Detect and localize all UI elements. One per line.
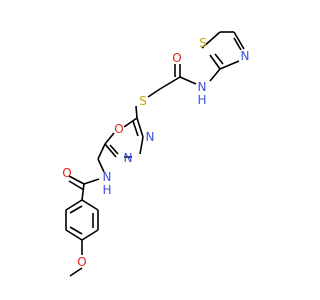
bond bbox=[147, 88, 161, 98]
bond bbox=[209, 68, 221, 82]
bond bbox=[159, 76, 181, 90]
bond bbox=[233, 37, 242, 51]
bond bbox=[69, 226, 83, 235]
atom-label: O bbox=[172, 51, 181, 65]
bond bbox=[68, 175, 85, 185]
bond bbox=[81, 199, 99, 211]
bond bbox=[201, 31, 221, 49]
bond bbox=[233, 31, 245, 50]
bond bbox=[135, 105, 138, 119]
bond bbox=[109, 144, 119, 155]
atom-label: N bbox=[103, 170, 112, 184]
bond bbox=[104, 143, 117, 158]
bond bbox=[219, 60, 240, 70]
molecule-diagram: S N O N H S O N N O N H O bbox=[62, 31, 249, 277]
bond bbox=[68, 180, 85, 191]
bond bbox=[69, 267, 83, 277]
bond bbox=[69, 205, 83, 214]
bond bbox=[65, 199, 83, 211]
bond bbox=[81, 183, 85, 201]
bond bbox=[139, 136, 144, 155]
atom-label: N bbox=[124, 151, 133, 165]
atom-label: N bbox=[198, 80, 207, 94]
bond bbox=[65, 229, 83, 241]
bond bbox=[132, 120, 139, 137]
bond bbox=[214, 53, 224, 65]
atom-label: H bbox=[102, 183, 111, 197]
atom-label: S bbox=[199, 36, 207, 50]
atom-label: N bbox=[241, 49, 250, 63]
bond-lines bbox=[65, 31, 245, 277]
molecule-structure: S N O N H S O N N O N H O bbox=[62, 31, 249, 277]
atom-label: O bbox=[62, 166, 71, 180]
bond bbox=[209, 54, 221, 70]
bond bbox=[123, 117, 138, 128]
bond bbox=[83, 178, 100, 185]
atom-label: O bbox=[114, 122, 123, 136]
atom-labels: S N O N H S O N N O N H O bbox=[62, 36, 249, 269]
bond bbox=[81, 229, 99, 241]
atom-label: O bbox=[77, 255, 86, 269]
bond bbox=[104, 132, 115, 145]
atom-label: S bbox=[139, 94, 147, 108]
atom-label: N bbox=[146, 130, 155, 144]
bond bbox=[179, 76, 197, 85]
bond bbox=[136, 117, 144, 138]
bond bbox=[97, 143, 106, 160]
atom-label: H bbox=[197, 93, 206, 107]
bond bbox=[97, 158, 105, 173]
